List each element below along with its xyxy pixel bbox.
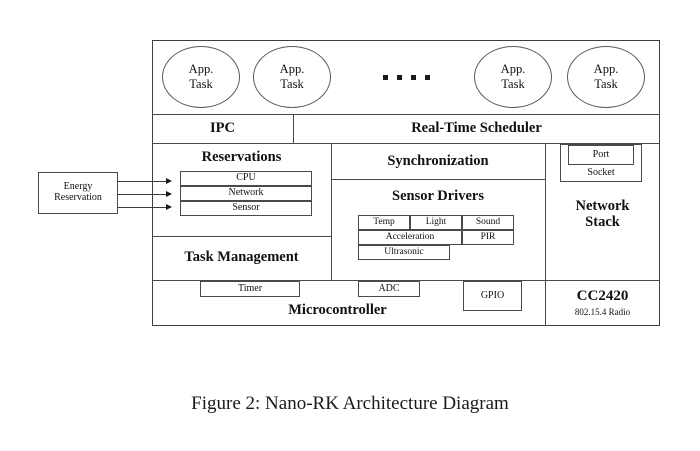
sensor-cell-temp-label: Temp xyxy=(373,217,395,228)
divider-ipc-scheduler xyxy=(293,114,294,143)
sensor-cell-light xyxy=(410,215,462,230)
sensor-cell-ultrasonic-label: Ultrasonic xyxy=(384,247,424,258)
reservation-item-cpu xyxy=(180,171,312,186)
divider-mcu-radio xyxy=(545,280,546,326)
radio-name-label: CC2420 xyxy=(576,287,629,304)
app-task-label-1: App. Task xyxy=(188,62,214,91)
architecture-outer-frame xyxy=(152,40,660,326)
divider-reservations-taskmgmt xyxy=(152,236,331,237)
timer-label: Timer xyxy=(237,282,263,294)
reservation-item-sensor-label: Sensor xyxy=(232,202,260,214)
adc-box xyxy=(358,281,420,297)
radio-standard-label: 802.15.4 Radio xyxy=(574,307,631,318)
app-task-label-3: App. Task xyxy=(500,62,526,91)
sensor-drivers-title: Sensor Drivers xyxy=(392,188,484,205)
app-task-ellipse-2: App. Task xyxy=(253,46,331,108)
energy-arrow-line-cpu xyxy=(118,181,166,182)
network-stack-label: Network Stack xyxy=(575,198,630,230)
sensor-cell-pir-label: PIR xyxy=(480,232,496,243)
energy-arrow-line-network xyxy=(118,194,166,195)
divider-hardware-layer xyxy=(152,280,660,281)
port-box xyxy=(568,145,634,165)
sensor-cell-light-label: Light xyxy=(425,217,447,228)
gpio-label: GPIO xyxy=(480,289,505,301)
energy-reservation-box xyxy=(38,172,118,214)
divider-left-middle-column xyxy=(331,143,332,280)
socket-box xyxy=(560,144,642,182)
sensor-cell-acceleration xyxy=(358,230,462,245)
adc-label: ADC xyxy=(378,282,400,294)
reservation-item-network-label: Network xyxy=(228,187,264,199)
sensor-cell-pir xyxy=(462,230,514,245)
reservations-title: Reservations xyxy=(201,149,282,166)
sensor-cell-acceleration-label: Acceleration xyxy=(385,232,435,243)
task-management-label: Task Management xyxy=(184,249,299,266)
sensor-cell-sound-label: Sound xyxy=(475,217,501,228)
divider-service-layer xyxy=(152,143,660,144)
gpio-box xyxy=(463,281,522,311)
reservation-item-sensor xyxy=(180,201,312,216)
microcontroller-label: Microcontroller xyxy=(288,302,387,319)
ipc-label: IPC xyxy=(210,119,235,136)
energy-arrow-line-sensor xyxy=(118,207,166,208)
app-task-ellipse-1: App. Task xyxy=(162,46,240,108)
sensor-cell-temp xyxy=(358,215,410,230)
socket-label: Socket xyxy=(587,167,615,179)
app-task-ellipse-4: App. Task xyxy=(567,46,645,108)
app-task-ellipse-3: App. Task xyxy=(474,46,552,108)
app-task-label-2: App. Task xyxy=(279,62,305,91)
app-task-ellipsis-dots xyxy=(383,75,430,80)
real-time-scheduler-label: Real-Time Scheduler xyxy=(411,119,542,136)
app-task-label-4: App. Task xyxy=(593,62,619,91)
energy-reservation-label: Energy Reservation xyxy=(54,181,102,203)
reservation-item-network xyxy=(180,186,312,201)
divider-middle-right-column xyxy=(545,143,546,280)
reservation-item-cpu-label: CPU xyxy=(236,172,256,184)
energy-arrow-head-network xyxy=(166,190,172,197)
sensor-cell-ultrasonic xyxy=(358,245,450,260)
divider-sync-sensordrivers xyxy=(331,179,545,180)
energy-arrow-head-cpu xyxy=(166,177,172,184)
port-label: Port xyxy=(592,148,610,160)
figure-caption: Figure 2: Nano-RK Architecture Diagram xyxy=(191,393,509,414)
energy-arrow-head-sensor xyxy=(166,203,172,210)
synchronization-label: Synchronization xyxy=(387,153,489,170)
sensor-cell-sound xyxy=(462,215,514,230)
timer-box xyxy=(200,281,300,297)
divider-app-layer xyxy=(152,114,660,115)
